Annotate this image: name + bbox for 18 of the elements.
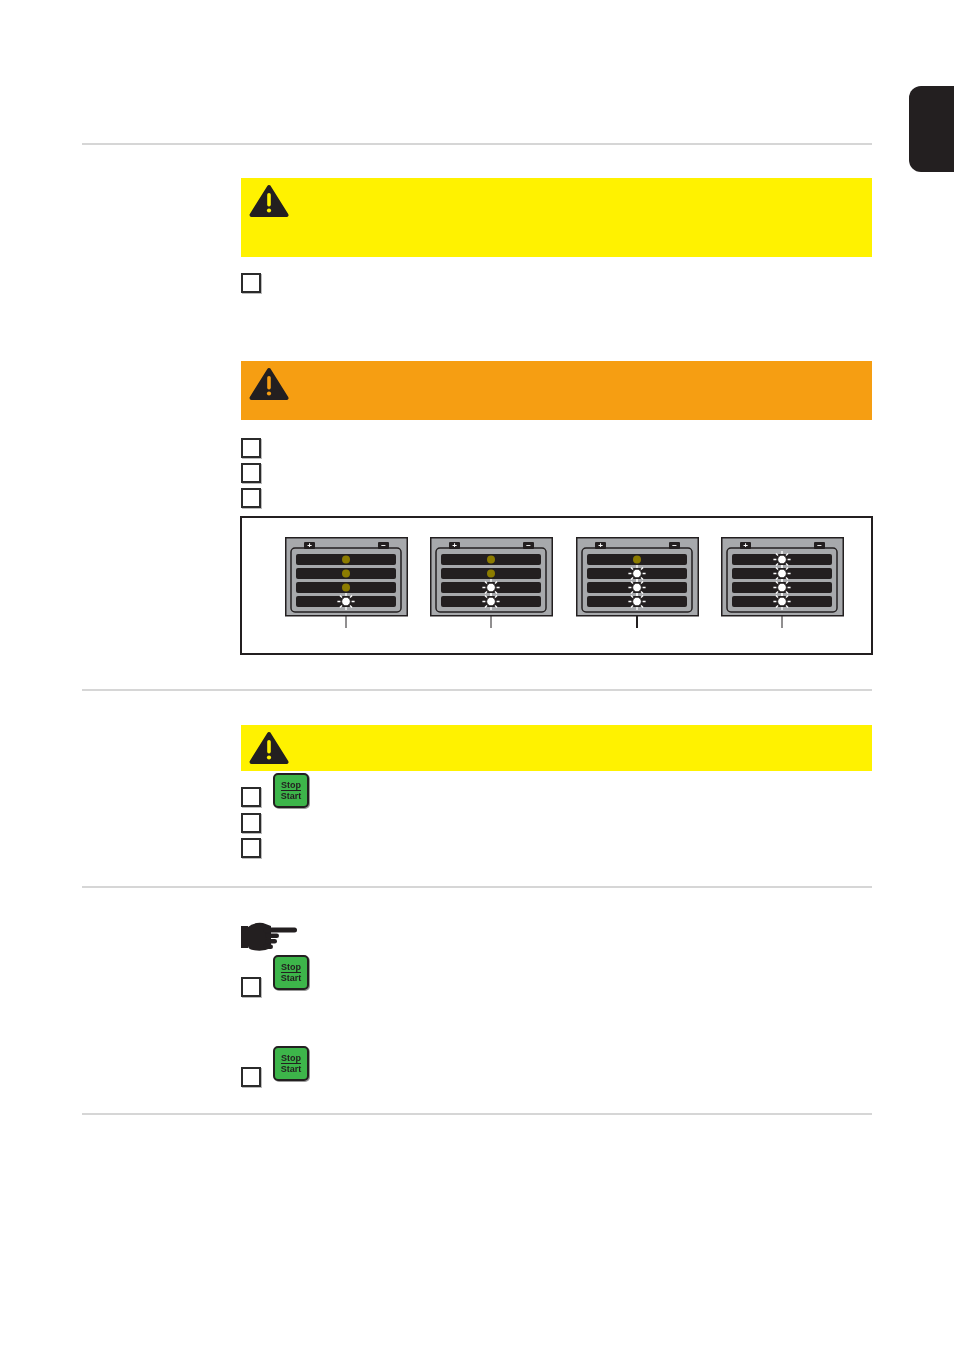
battery-terminal: − [814, 542, 825, 549]
stop-start-key [273, 955, 309, 990]
battery-terminal: − [378, 542, 389, 549]
key-label: Stop [281, 780, 301, 791]
key-label: Start [280, 1064, 302, 1074]
battery-terminal: + [740, 542, 751, 549]
stop-start-key [273, 1046, 309, 1081]
battery-terminal: − [669, 542, 680, 549]
battery-terminal: + [595, 542, 606, 549]
stop-start-key [273, 773, 309, 808]
key-label: Stop [281, 1053, 301, 1064]
key-label: Start [280, 973, 302, 983]
battery-terminal: + [304, 542, 315, 549]
battery-terminal: + [449, 542, 460, 549]
section-tab [909, 86, 954, 172]
key-label: Start [280, 791, 302, 801]
battery-terminal: − [523, 542, 534, 549]
key-label: Stop [281, 962, 301, 973]
